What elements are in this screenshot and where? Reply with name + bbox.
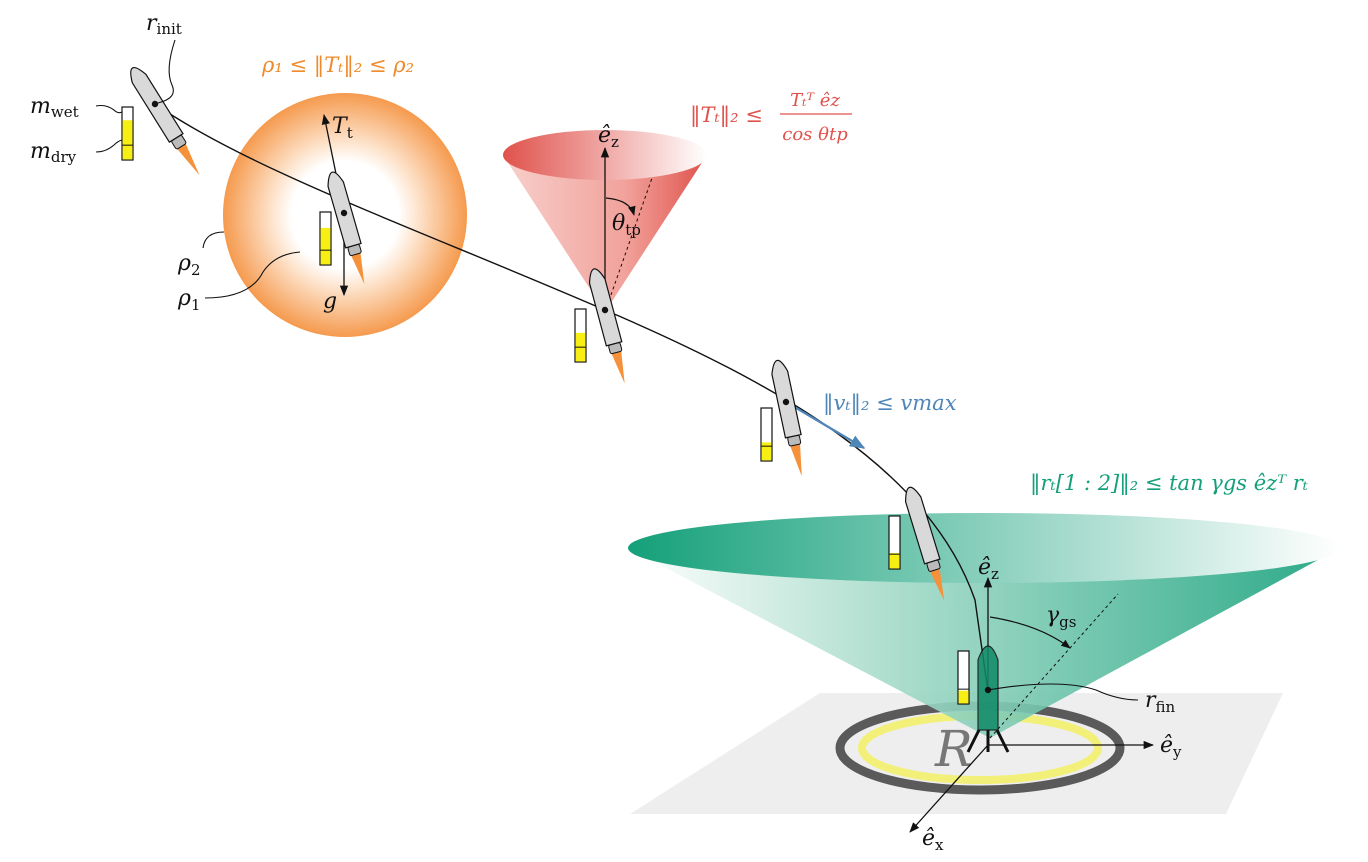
fuel-gauges [121, 106, 970, 705]
m-wet-label: mwet [30, 94, 79, 121]
rocket-glideslope [904, 486, 945, 601]
tilt-constraint-lhs: ‖Tₜ‖₂ ≤ [690, 103, 763, 128]
r-init-label: rinit [146, 11, 182, 38]
fuel-gauge-level [958, 690, 969, 704]
fuel-gauge-level [889, 553, 900, 569]
constraint-equations: ρ₁ ≤ ‖Tₜ‖₂ ≤ ρ₂ ‖Tₜ‖₂ ≤ Tₜᵀ êz cos θtp ‖… [261, 53, 1308, 496]
fuel-gauge-outline [888, 515, 901, 570]
velocity-constraint: ‖vₜ‖₂ ≤ vmax [823, 391, 957, 416]
ex-label: êx [922, 826, 944, 854]
ey-label: êy [1160, 733, 1182, 761]
theta-tp-label: θtp [612, 211, 641, 239]
rho2-label: ρ2 [177, 251, 200, 279]
r-fin-label: rfin [1145, 688, 1176, 716]
glideslope-cone [628, 513, 1340, 739]
rocket-initial [130, 66, 200, 176]
rocket-landed [966, 645, 1010, 753]
thrust-bounds-constraint: ρ₁ ≤ ‖Tₜ‖₂ ≤ ρ₂ [261, 53, 414, 78]
rho1-label: ρ1 [177, 286, 200, 314]
ez-upper-label: êz [598, 123, 619, 151]
rocket-tilt [588, 268, 625, 384]
fuel-gauge-level [122, 120, 133, 160]
fuel-gauge-outline [957, 650, 970, 705]
glideslope-constraint: ‖rₜ[1 : 2]‖₂ ≤ tan γgs êzᵀ rₜ [1030, 471, 1308, 496]
ez-lower-label: êz [978, 555, 999, 583]
fuel-gauge-outline [760, 407, 773, 462]
rocket-velocity [771, 359, 802, 477]
tilt-constraint-denominator: cos θtp [782, 124, 848, 145]
fuel-gauge-level [320, 227, 331, 265]
tilt-constraint-numerator: Tₜᵀ êz [790, 90, 840, 111]
math-labels: rinit mwet mdry ρ2 ρ1 Tt g θtp êz êz êy … [30, 11, 1182, 854]
m-dry-label: mdry [30, 139, 77, 166]
gravity-label: g [323, 289, 337, 314]
leader-lines [95, 39, 1139, 701]
fuel-gauge-level [761, 442, 772, 461]
rocket-thrust [327, 171, 365, 285]
thrust-label: Tt [332, 114, 353, 142]
gamma-gs-label: γgs [1046, 603, 1076, 631]
velocity-vector [785, 401, 866, 449]
